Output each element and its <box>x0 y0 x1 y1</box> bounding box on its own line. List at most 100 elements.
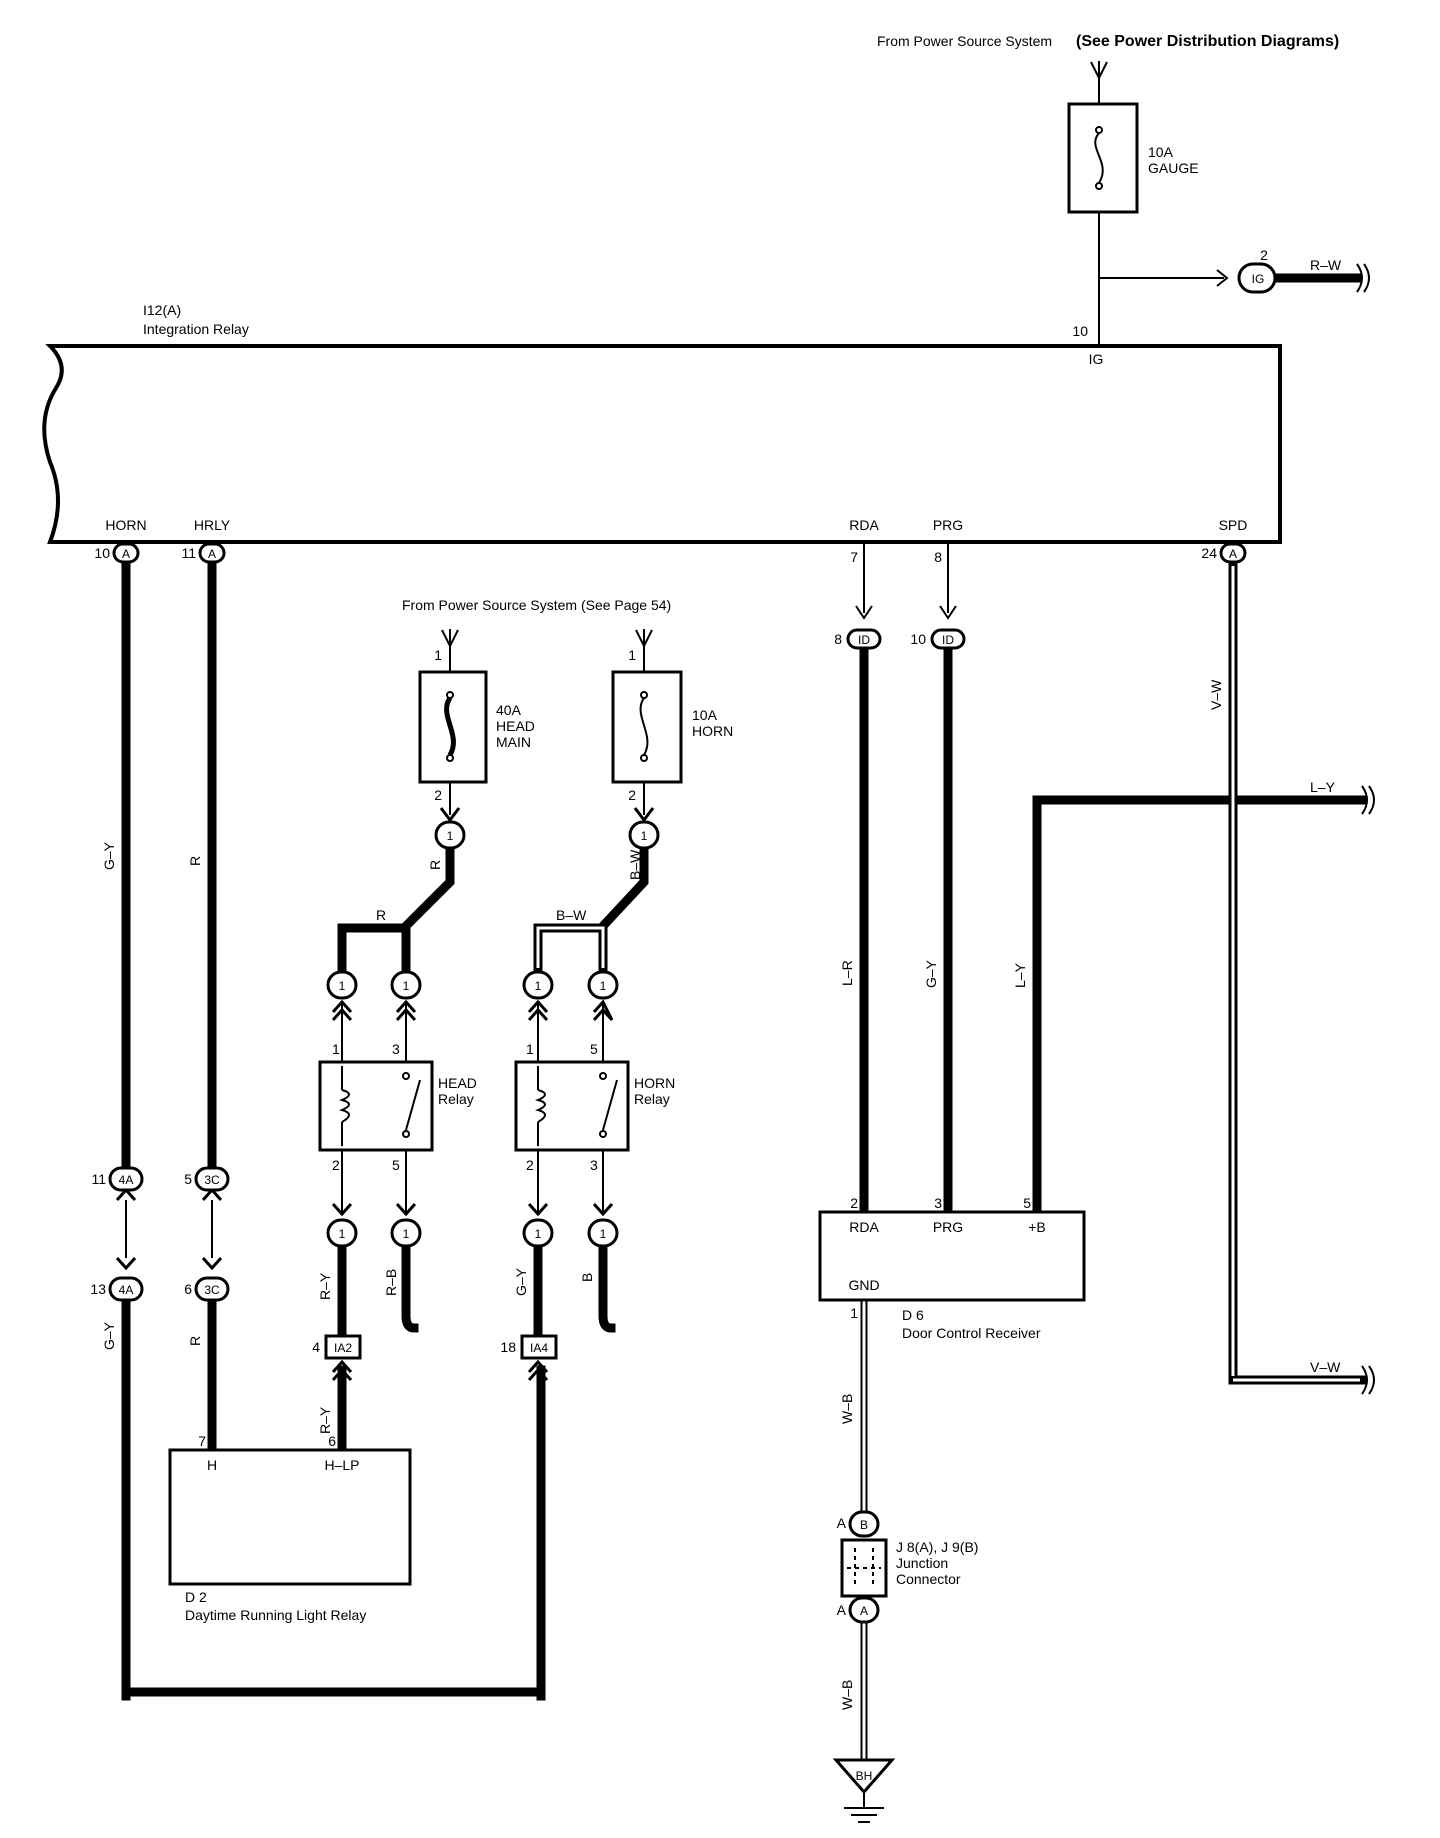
terminal-labels: IG HORN HRLY RDA PRG SPD RDA PRG +B GND … <box>105 351 1247 1473</box>
terminal-h: H <box>207 1457 217 1473</box>
connector-ja-label: A <box>860 1604 868 1618</box>
pin-3c-bot: 6 <box>184 1281 192 1297</box>
fuse-gauge-rating: 10A <box>1148 144 1174 160</box>
hollow-wire-fill <box>536 566 1360 1760</box>
junction-name-1: Junction <box>896 1555 948 1571</box>
pin-dc3: 3 <box>934 1195 942 1211</box>
pin-numbers: 10 10 11 7 8 24 2 1 2 1 2 8 10 1 3 2 5 1… <box>90 247 1268 1618</box>
head-relay <box>318 1060 434 1152</box>
connector-1-hr5-label: 1 <box>403 1227 410 1241</box>
connector-ia4-label: IA4 <box>530 1341 548 1355</box>
integration-relay-box <box>42 344 1282 544</box>
wire-gy-prg-label: G–Y <box>923 959 939 988</box>
wire-ry-upper-label: R–Y <box>317 1272 333 1300</box>
junction-id: J 8(A), J 9(B) <box>896 1539 978 1555</box>
fuse-gauge-name: GAUGE <box>1148 160 1199 176</box>
source-top-ref-label: (See Power Distribution Diagrams) <box>1076 33 1339 50</box>
connector-1-hr1-label: 1 <box>339 979 346 993</box>
pin-ia4: 18 <box>500 1339 516 1355</box>
wire-color-labels: R–W L–Y V–W R B–W G–Y R G–Y R R B–W R–Y … <box>101 257 1342 1710</box>
terminal-spd: SPD <box>1219 517 1248 533</box>
wire-lr-label: L–R <box>839 960 855 986</box>
connector-a-hrly-label: A <box>208 547 216 561</box>
pin-drl6: 6 <box>328 1433 336 1449</box>
wire-ends <box>1356 263 1375 1395</box>
component-labels: I12(A) Integration Relay HEAD Relay HORN… <box>143 302 1041 1623</box>
pin-hr3: 3 <box>392 1041 400 1057</box>
pin-jA1: A <box>837 1515 847 1531</box>
wire-bw-h-label: B–W <box>556 907 587 923</box>
connector-1-hr2-label: 1 <box>339 1227 346 1241</box>
wire-wb-lower-label: W–B <box>839 1680 855 1710</box>
wires <box>121 61 1367 1764</box>
pin-dc2: 2 <box>850 1195 858 1211</box>
fuse-head-main <box>418 670 488 784</box>
terminal-plus-b: +B <box>1028 1219 1046 1235</box>
wire-r-fuse-label: R <box>427 860 443 870</box>
wire-ly-h-label: L–Y <box>1310 779 1336 795</box>
terminal-prg-dcr: PRG <box>933 1219 963 1235</box>
terminal-gnd: GND <box>848 1277 879 1293</box>
door-control-id: D 6 <box>902 1307 924 1323</box>
pin-hn5: 5 <box>590 1041 598 1057</box>
wire-gy-relay-label: G–Y <box>513 1267 529 1296</box>
horn-relay <box>514 1060 630 1152</box>
pin-dc5: 5 <box>1023 1195 1031 1211</box>
pin-4a-top: 11 <box>91 1171 106 1187</box>
wire-r-upper-label: R <box>187 856 203 866</box>
source-top-label: From Power Source System <box>877 33 1052 49</box>
square-connectors <box>324 1334 558 1360</box>
connector-1-hn5-label: 1 <box>600 979 607 993</box>
door-control-receiver-box <box>818 1210 1086 1302</box>
pin-jA2: A <box>837 1602 847 1618</box>
pin-hn3: 3 <box>590 1157 598 1173</box>
pin-ig: 10 <box>1072 323 1088 339</box>
wire-r-h-label: R <box>376 907 386 923</box>
pin-hr1: 1 <box>332 1041 340 1057</box>
door-control-name: Door Control Receiver <box>902 1325 1041 1341</box>
pin-3c-top: 5 <box>184 1171 192 1187</box>
wire-wb-upper-label: W–B <box>839 1394 855 1424</box>
terminal-h-lp: H–LP <box>324 1457 359 1473</box>
fuse-gauge <box>1067 102 1139 214</box>
terminal-rda: RDA <box>849 517 879 533</box>
ground-symbol <box>832 1758 896 1823</box>
header-labels: From Power Source System (See Power Dist… <box>402 33 1339 613</box>
pin-hrly: 11 <box>181 545 196 561</box>
wire-bw-fuse-label: B–W <box>627 849 643 880</box>
pin-headmain-out: 2 <box>434 787 442 803</box>
drl-relay-id: D 2 <box>185 1589 207 1605</box>
terminal-ig: IG <box>1089 351 1104 367</box>
connector-id-10-label: ID <box>942 633 954 647</box>
connector-a-horn-label: A <box>122 547 130 561</box>
fuse-head-main-name-2: MAIN <box>496 734 531 750</box>
pin-drl7: 7 <box>198 1433 206 1449</box>
connector-arrows <box>115 807 655 1382</box>
connector-4a-top-label: 4A <box>119 1173 134 1187</box>
pin-hn1: 1 <box>526 1041 534 1057</box>
wire-vw-v-label: V–W <box>1208 679 1224 710</box>
pin-hr2: 2 <box>332 1157 340 1173</box>
wire-ry-lower-label: R–Y <box>317 1406 333 1434</box>
horn-relay-name-2: Relay <box>634 1091 670 1107</box>
pin-id-8: 8 <box>834 631 842 647</box>
connectors <box>108 262 1277 1624</box>
connector-1-headmain-label: 1 <box>447 829 454 843</box>
connector-id-8-label: ID <box>858 633 870 647</box>
wire-rb-label: R–B <box>383 1269 399 1296</box>
pin-hornfuse-in: 1 <box>628 647 636 663</box>
terminal-horn: HORN <box>105 517 146 533</box>
connector-4a-bot-label: 4A <box>119 1283 134 1297</box>
junction-connector <box>840 1538 888 1598</box>
pin-4a-bot: 13 <box>90 1281 106 1297</box>
pin-hr5: 5 <box>392 1157 400 1173</box>
terminal-rda-dcr: RDA <box>849 1219 879 1235</box>
pin-hornfuse-out: 2 <box>628 787 636 803</box>
integration-relay-id: I12(A) <box>143 302 181 318</box>
head-relay-name-1: HEAD <box>438 1075 477 1091</box>
pin-dc1: 1 <box>850 1305 858 1321</box>
source-mid-label: From Power Source System (See Page 54) <box>402 597 671 613</box>
drl-relay-box <box>168 1448 412 1586</box>
